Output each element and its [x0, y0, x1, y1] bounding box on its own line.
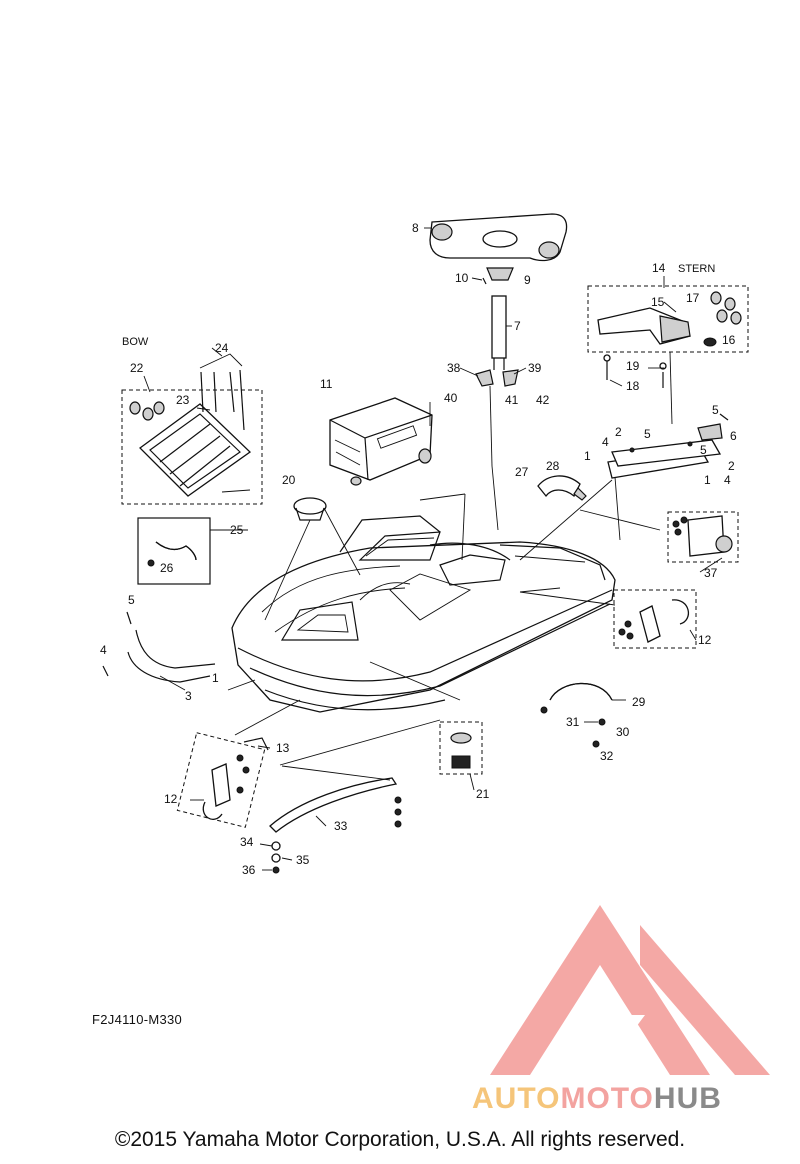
boat-hull: [231, 515, 616, 713]
callout-26: 26: [160, 561, 174, 575]
callout-16: 16: [722, 333, 736, 347]
callout-9: 9: [524, 273, 531, 287]
stern-rail-plate: [607, 413, 729, 479]
grab-handle: [537, 475, 587, 501]
callout-40: 40: [444, 391, 458, 405]
callout-19: 19: [626, 359, 640, 373]
cleat-kit-right: [613, 589, 697, 649]
callout-28: 28: [546, 459, 560, 473]
callout-37: 37: [704, 566, 718, 580]
leader-lines: [159, 351, 673, 781]
cleat-kit-left: [176, 732, 269, 828]
callout-35: 35: [296, 853, 310, 867]
callout-41: 41: [505, 393, 519, 407]
callout-11: 11: [320, 377, 333, 391]
grab-rail: [540, 682, 613, 748]
cup-holder: [264, 497, 361, 621]
callout-5c: 5: [700, 443, 707, 457]
callout-20: 20: [282, 473, 296, 487]
callout-34: 34: [240, 835, 254, 849]
watermark-moto: MOTO: [560, 1082, 654, 1115]
stern-label: STERN: [678, 263, 715, 275]
callout-31: 31: [566, 715, 580, 729]
callout-27: 27: [515, 465, 529, 479]
callout-36: 36: [242, 863, 256, 877]
callout-5a: 5: [128, 593, 135, 607]
callout-22: 22: [130, 361, 144, 375]
callout-ticks: [143, 227, 723, 871]
callout-33: 33: [334, 819, 348, 833]
bow-label: BOW: [122, 336, 149, 348]
callout-42: 42: [536, 393, 550, 407]
seat-pedestal-assembly: [429, 213, 568, 387]
callout-12b: 12: [698, 633, 712, 647]
watermark-text: AUTOMOTOHUB: [472, 1082, 722, 1116]
tow-bar: [269, 777, 402, 874]
callout-1a: 1: [212, 671, 219, 685]
cooler-box: [329, 397, 433, 486]
callout-7: 7: [514, 319, 521, 333]
callout-2a: 2: [615, 425, 622, 439]
callout-numbers: 8 10 9 7 38 39 40 41 42 11 24 22 23 20 2…: [100, 221, 737, 877]
copyright-notice: ©2015 Yamaha Motor Corporation, U.S.A. A…: [114, 1128, 686, 1151]
section-labels: BOW STERN: [122, 263, 715, 348]
callout-5b: 5: [644, 427, 651, 441]
bow-rails: [102, 611, 216, 683]
callout-17: 17: [686, 291, 700, 305]
callout-39: 39: [528, 361, 542, 375]
bow-ladder-kit: [121, 353, 263, 505]
watermark-hub: HUB: [653, 1082, 722, 1115]
hose-kit: [137, 517, 211, 585]
callout-32: 32: [600, 749, 614, 763]
callout-21: 21: [476, 787, 490, 801]
callout-18: 18: [626, 379, 640, 393]
callout-38: 38: [447, 361, 461, 375]
speaker-kit: [667, 511, 739, 563]
callout-4c: 4: [724, 473, 731, 487]
callout-4a: 4: [100, 643, 107, 657]
callout-14: 14: [652, 261, 666, 275]
watermark-logo: [490, 905, 770, 1075]
callout-13: 13: [276, 741, 290, 755]
callout-3: 3: [185, 689, 192, 703]
callout-15: 15: [651, 295, 665, 309]
callout-6: 6: [730, 429, 737, 443]
stern-bracket-kit: [587, 285, 749, 388]
callout-5d: 5: [712, 403, 719, 417]
callout-29: 29: [632, 695, 646, 709]
watermark-auto: AUTO: [472, 1082, 561, 1115]
callout-12a: 12: [164, 792, 178, 806]
callout-2b: 2: [728, 459, 735, 473]
drain-plug-kit: [439, 721, 483, 775]
callout-8: 8: [412, 221, 419, 235]
callout-4b: 4: [602, 435, 609, 449]
callout-10: 10: [455, 271, 469, 285]
callout-30: 30: [616, 725, 630, 739]
callout-1c: 1: [704, 473, 711, 487]
diagram-code: F2J4110-M330: [92, 1012, 183, 1027]
callout-24: 24: [215, 341, 229, 355]
callout-1b: 1: [584, 449, 591, 463]
callout-23: 23: [176, 393, 190, 407]
